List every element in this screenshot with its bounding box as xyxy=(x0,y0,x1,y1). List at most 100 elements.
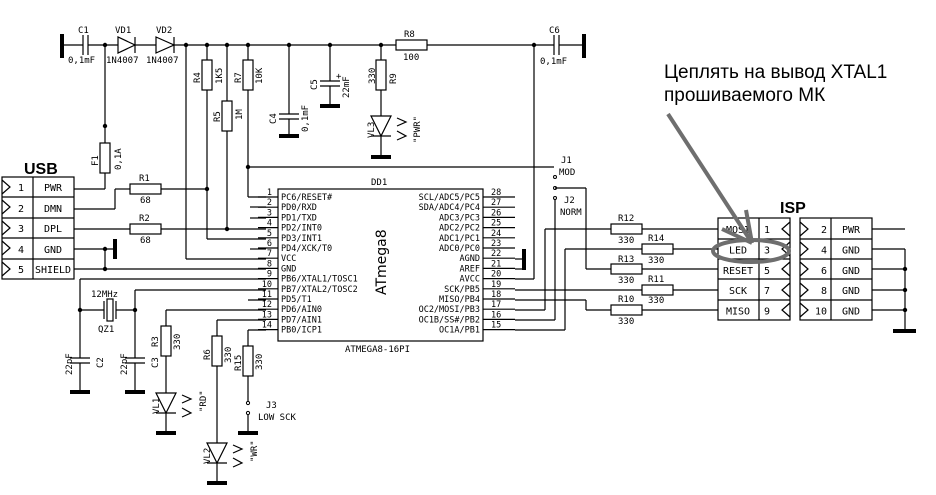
chip-pin-num: 9 xyxy=(267,270,272,280)
usb-title: USB xyxy=(24,161,58,178)
chip-pin-num: 5 xyxy=(267,229,272,239)
usb-connector xyxy=(1,176,75,280)
r11-ref: R11 xyxy=(648,275,664,285)
vl3-label: "PWR" xyxy=(413,116,423,143)
isp-connector-left xyxy=(717,217,791,321)
chip-pin-name: ADC3/PC3 xyxy=(439,213,480,223)
isp-pin-num: 4 xyxy=(821,245,827,256)
c2-capacitor xyxy=(70,346,90,394)
chip-pin-num: 24 xyxy=(491,229,501,239)
r9-ref: R9 xyxy=(389,73,399,84)
chip-pin-num: 6 xyxy=(267,239,272,249)
usb-pin-num: 2 xyxy=(18,204,24,215)
annotation-line1: Цеплять на вывод XTAL1 xyxy=(664,62,887,83)
f1-fuse xyxy=(99,142,111,174)
r12-ref: R12 xyxy=(618,214,634,224)
c1-ref: C1 xyxy=(78,26,89,36)
vd1-ref: VD1 xyxy=(115,26,131,36)
chip-pin-name: AREF xyxy=(460,264,480,274)
isp-pin-num: 5 xyxy=(764,266,770,277)
j2-label: NORM xyxy=(560,208,582,218)
usb-wiring xyxy=(74,183,266,272)
chip-pin-name: PD7/AIN1 xyxy=(281,315,322,325)
chip-part: ATMEGA8-16PI xyxy=(345,345,410,355)
r14-value: 330 xyxy=(648,256,664,266)
isp-gnd-wiring xyxy=(872,228,916,333)
chip-pin-name: PC6/RESET# xyxy=(281,193,333,203)
chip-pin-num: 14 xyxy=(262,321,272,331)
r7-ref: R7 xyxy=(234,72,244,83)
r3-vl1-branch xyxy=(155,310,193,435)
chip-pin-num: 4 xyxy=(267,219,272,229)
chip-pin-name: PD4/XCK/T0 xyxy=(281,244,332,254)
chip-pin-num: 25 xyxy=(491,219,501,229)
chip-pin-name: PB6/XTAL1/TOSC1 xyxy=(281,275,358,285)
chip-pin-name: PD6/AIN0 xyxy=(281,305,322,315)
j3-ref: J3 xyxy=(266,401,277,411)
chip-pin-num: 11 xyxy=(262,290,272,300)
c4-ref: C4 xyxy=(269,113,279,124)
r13-value: 330 xyxy=(618,276,634,286)
usb-pin-name: PWR xyxy=(44,183,63,194)
r12-value: 330 xyxy=(618,236,634,246)
vl3-ref: VL3 xyxy=(367,122,377,138)
chip-pin-num: 22 xyxy=(491,249,501,259)
r8-ref: R8 xyxy=(404,30,415,40)
qz1-ref: QZ1 xyxy=(98,325,114,335)
usb-pin-name: DMN xyxy=(44,204,62,215)
vl3-led xyxy=(370,115,392,138)
isp-pin-num: 7 xyxy=(764,286,770,297)
r6-ref: R6 xyxy=(203,349,213,360)
r14-ref: R14 xyxy=(648,234,664,244)
f1-ref: F1 xyxy=(91,155,101,166)
r2-value: 68 xyxy=(140,236,151,246)
r13-ref: R13 xyxy=(618,255,634,265)
chip-pin-num: 20 xyxy=(491,270,501,280)
r8-value: 100 xyxy=(403,53,419,63)
isp-pin-num: 10 xyxy=(815,307,827,318)
isp-pin-num: 3 xyxy=(764,245,770,256)
r3-ref: R3 xyxy=(151,336,161,347)
c3-value: 22pF xyxy=(120,353,130,375)
isp-pin-num: 1 xyxy=(764,225,770,236)
vd2-value: 1N4007 xyxy=(146,56,179,66)
chip-pin-num: 21 xyxy=(491,259,501,269)
r1-ref: R1 xyxy=(139,174,150,184)
isp-pin-name: SCK xyxy=(729,286,747,297)
vl1-label: "RD" xyxy=(199,390,209,412)
vl1-ref: VL1 xyxy=(152,398,162,414)
chip-name: ATmega8 xyxy=(374,229,390,295)
r9-value: 330 xyxy=(368,68,378,84)
chip-pin-name: SCL/ADC5/PC5 xyxy=(419,193,480,203)
isp-pin-name: LED xyxy=(729,245,747,256)
chip-pin-name: MISO/PB4 xyxy=(439,295,480,305)
isp-pin-name: GND xyxy=(842,245,860,256)
chip-pin-name: PD2/INT0 xyxy=(281,224,322,234)
j2-ref: J2 xyxy=(564,196,575,206)
j3-label: LOW SCK xyxy=(258,413,297,423)
isp-pin-name: GND xyxy=(842,286,860,297)
chip-pin-name: AVCC xyxy=(460,275,480,285)
chip-pin-num: 3 xyxy=(267,208,272,218)
usb-pin-name: SHIELD xyxy=(35,265,71,276)
usb-pin-num: 4 xyxy=(18,245,24,256)
c6-ref: C6 xyxy=(549,26,560,36)
chip-pin-num: 18 xyxy=(491,290,501,300)
c2-ref: C2 xyxy=(96,357,106,368)
qz1-value: 12MHz xyxy=(91,290,118,300)
chip-pin-num: 27 xyxy=(491,198,501,208)
isp-pin-name: GND xyxy=(842,266,860,277)
chip-pin-num: 2 xyxy=(267,198,272,208)
annotation-arrow xyxy=(666,112,791,264)
chip-pin-name: SCK/PB5 xyxy=(444,285,480,295)
r2-ref: R2 xyxy=(139,214,150,224)
vl2-ref: VL2 xyxy=(203,448,213,464)
r6-value: 330 xyxy=(224,347,234,363)
c6-value: 0,1mF xyxy=(540,57,567,67)
chip-pin-num: 28 xyxy=(491,188,501,198)
isp-pin-num: 8 xyxy=(821,286,827,297)
chip-pin-num: 1 xyxy=(267,188,272,198)
chip-pin-name: PB7/XTAL2/TOSC2 xyxy=(281,285,358,295)
